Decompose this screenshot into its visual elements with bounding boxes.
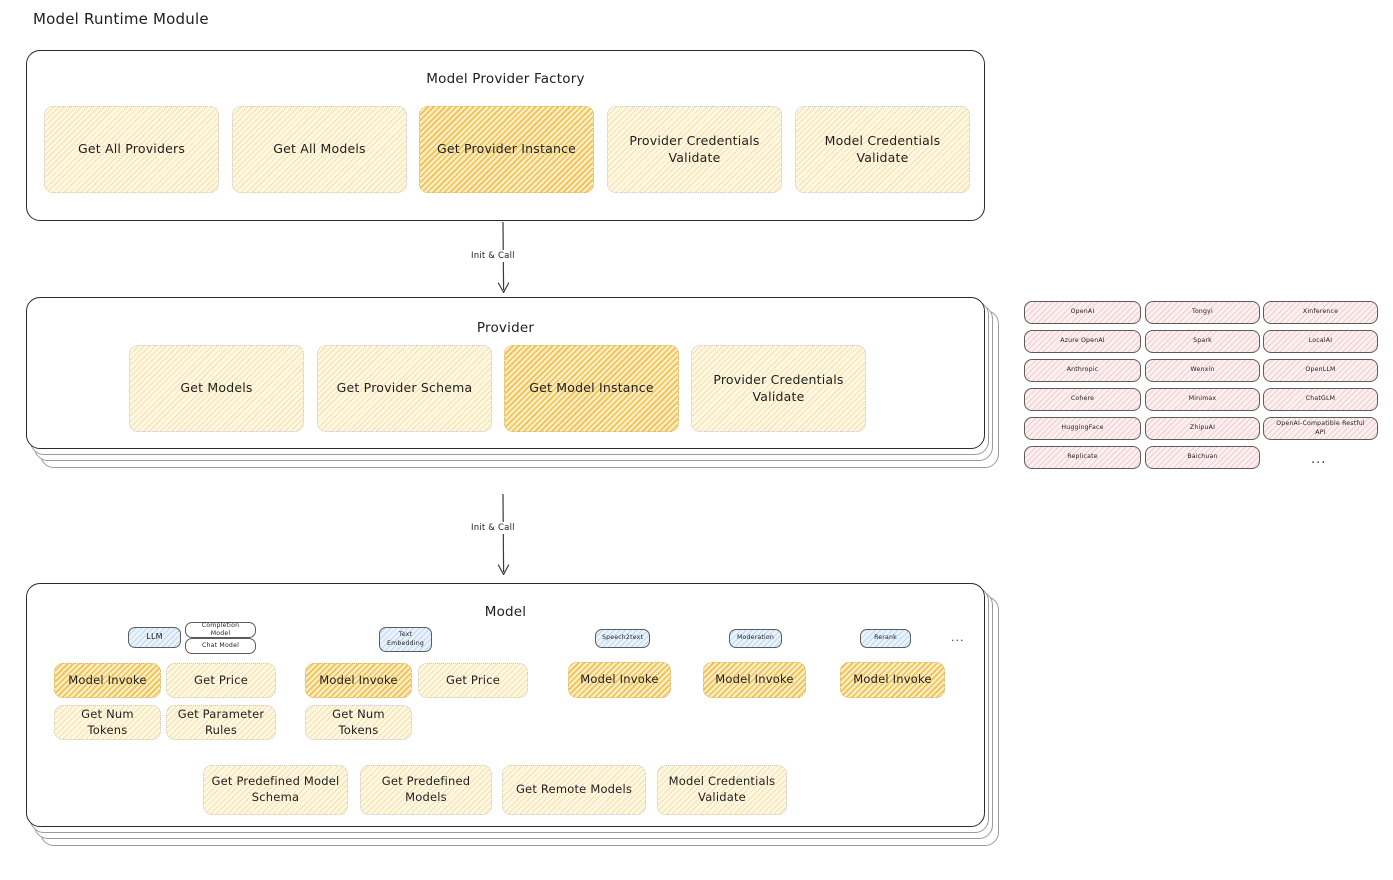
text-embedding-method-model-invoke[interactable]: Model Invoke [305,663,412,698]
factory-item-provider-credentials-validate[interactable]: Provider Credentials Validate [607,106,782,193]
provider-chip-chatglm[interactable]: ChatGLM [1263,388,1378,411]
provider-chip-zhipuai[interactable]: ZhipuAI [1145,417,1260,440]
provider-item-get-provider-schema[interactable]: Get Provider Schema [317,345,492,432]
model-shared-get-remote-models[interactable]: Get Remote Models [502,765,646,815]
provider-item-provider-credentials-validate[interactable]: Provider Credentials Validate [691,345,866,432]
provider-chip-replicate[interactable]: Replicate [1024,446,1141,469]
factory-item-get-all-models[interactable]: Get All Models [232,106,407,193]
model-type-chip-rerank[interactable]: Rerank [860,629,911,648]
factory-item-get-provider-instance[interactable]: Get Provider Instance [419,106,594,193]
model-shared-model-credentials-validate[interactable]: Model Credentials Validate [657,765,787,815]
provider-chip-openai[interactable]: OpenAI [1024,301,1141,324]
factory-item-model-credentials-validate[interactable]: Model Credentials Validate [795,106,970,193]
provider-chip-openai-compatible-restful-api[interactable]: OpenAI-Compatible Restful API [1263,417,1378,440]
model-type-chip-moderation[interactable]: Moderation [729,629,782,648]
provider-item-get-model-instance[interactable]: Get Model Instance [504,345,679,432]
provider-chip-spark[interactable]: Spark [1145,330,1260,353]
provider-chip-wenxin[interactable]: Wenxin [1145,359,1260,382]
text-embedding-method-get-price[interactable]: Get Price [418,663,528,698]
provider-item-get-models[interactable]: Get Models [129,345,304,432]
provider-title: Provider [476,320,535,336]
arrow-label-init-call-1: Init & Call [468,250,518,262]
model-type-chip-speech2text[interactable]: Speech2text [595,629,650,648]
provider-chip-anthropic[interactable]: Anthropic [1024,359,1141,382]
model-shared-get-predefined-model-schema[interactable]: Get Predefined Model Schema [203,765,348,815]
provider-chip-minimax[interactable]: Minimax [1145,388,1260,411]
provider-chip-xinference[interactable]: Xinference [1263,301,1378,324]
model-types-more: ... [951,631,965,644]
text-embedding-method-get-num-tokens[interactable]: Get Num Tokens [305,705,412,740]
model-type-chip-text-embedding[interactable]: Text Embedding [379,627,432,652]
provider-list-more: ... [1311,452,1327,467]
factory-item-get-all-providers[interactable]: Get All Providers [44,106,219,193]
provider-chip-azure-openai[interactable]: Azure OpenAI [1024,330,1141,353]
model-title: Model [484,604,527,620]
provider-chip-openllm[interactable]: OpenLLM [1263,359,1378,382]
model-shared-get-predefined-models[interactable]: Get Predefined Models [360,765,492,815]
llm-method-get-price[interactable]: Get Price [166,663,276,698]
provider-chip-baichuan[interactable]: Baichuan [1145,446,1260,469]
arrow-provider-to-model: Init & Call [468,493,540,580]
llm-method-get-parameter-rules[interactable]: Get Parameter Rules [166,705,276,740]
llm-method-model-invoke[interactable]: Model Invoke [54,663,161,698]
provider-chip-tongyi[interactable]: Tongyi [1145,301,1260,324]
page-title: Model Runtime Module [33,10,209,28]
provider-chip-localai[interactable]: LocalAI [1263,330,1378,353]
moderation-method-model-invoke[interactable]: Model Invoke [703,662,806,698]
arrow-factory-to-provider: Init & Call [468,221,540,298]
provider-chip-cohere[interactable]: Cohere [1024,388,1141,411]
model-subtype-chip-chat-model[interactable]: Chat Model [185,638,256,654]
model-subtype-chip-completion-model[interactable]: Completion Model [185,622,256,638]
speech2text-method-model-invoke[interactable]: Model Invoke [568,662,671,698]
arrow-label-init-call-2: Init & Call [468,522,518,534]
provider-chip-huggingface[interactable]: HuggingFace [1024,417,1141,440]
model-type-chip-llm[interactable]: LLM [128,627,181,648]
arrow-icon [497,493,510,576]
llm-method-get-num-tokens[interactable]: Get Num Tokens [54,705,161,740]
model-provider-factory-title: Model Provider Factory [426,71,585,87]
rerank-method-model-invoke[interactable]: Model Invoke [840,662,945,698]
